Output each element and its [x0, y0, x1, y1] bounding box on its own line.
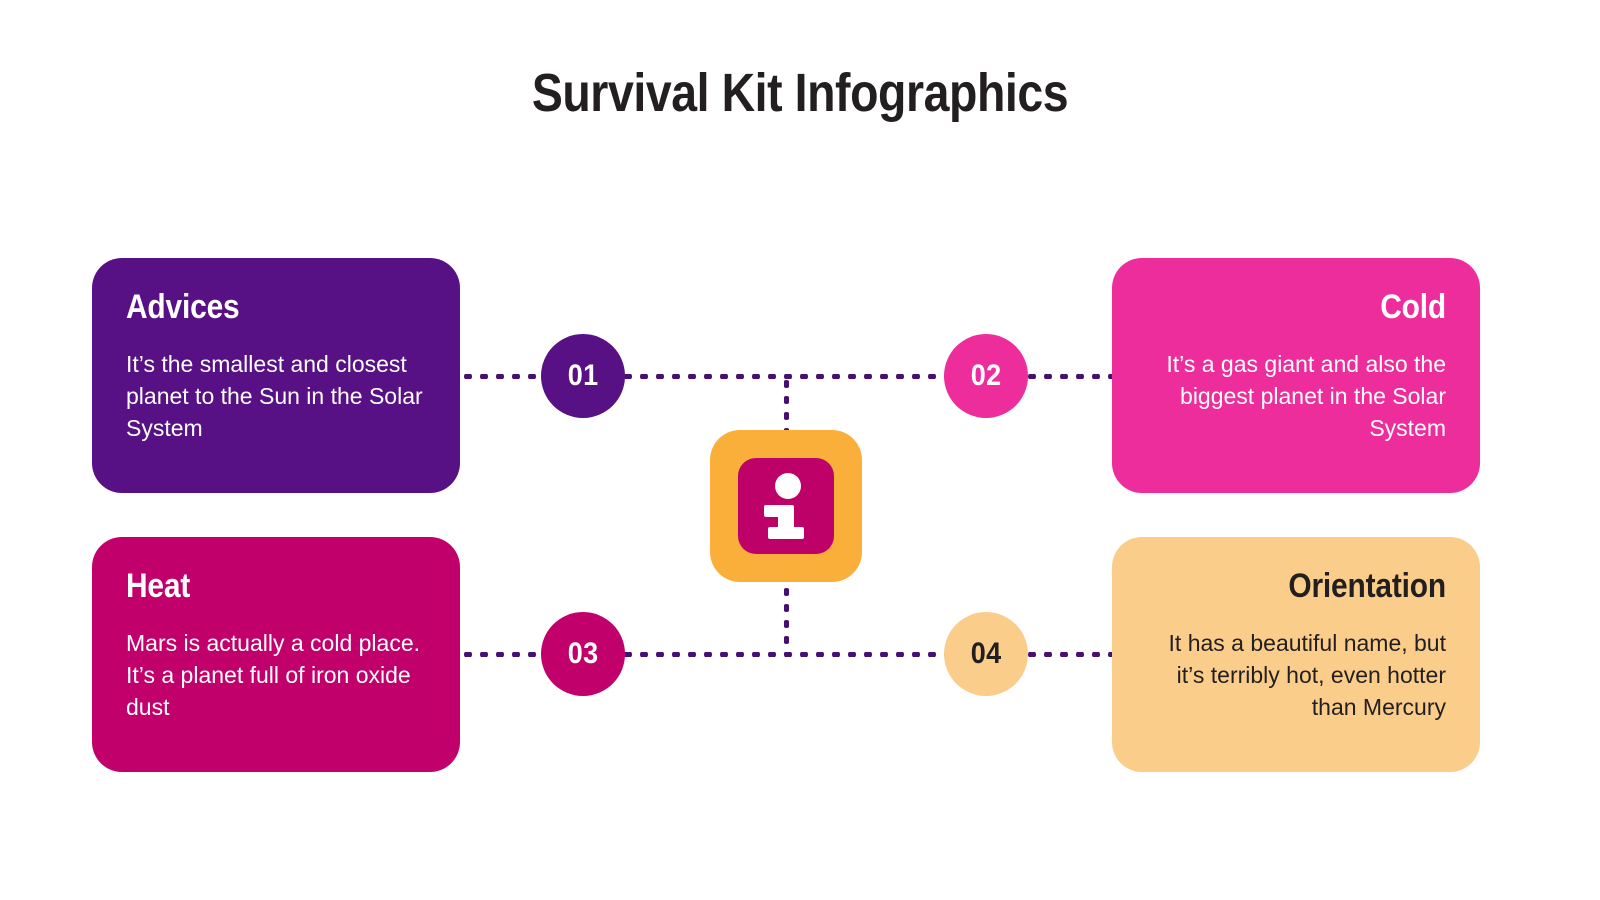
bullet-label: 04: [970, 637, 1002, 670]
connector-line-03-to-center: [620, 652, 950, 657]
info-icon: [738, 458, 834, 554]
card-cold[interactable]: Cold It’s a gas giant and also the bigge…: [1112, 258, 1480, 493]
card-body: It’s the smallest and closest planet to …: [126, 351, 423, 441]
card-title: Advices: [126, 288, 240, 326]
connector-line-02: [1024, 374, 1116, 379]
bullet-label: 02: [970, 359, 1002, 392]
card-body: It’s a gas giant and also the biggest pl…: [1166, 351, 1446, 441]
card-body: Mars is actually a cold place. It’s a pl…: [126, 630, 421, 720]
bullet-label: 01: [567, 359, 599, 392]
card-body: It has a beautiful name, but it’s terrib…: [1168, 630, 1446, 720]
bullet-label: 03: [567, 637, 599, 670]
connector-line-01: [460, 374, 546, 379]
connector-line-03: [460, 652, 546, 657]
card-title: Heat: [126, 567, 191, 605]
bullet-02[interactable]: 02: [944, 334, 1028, 418]
center-info-badge[interactable]: [710, 430, 862, 582]
card-title: Cold: [1380, 288, 1446, 326]
bullet-04[interactable]: 04: [944, 612, 1028, 696]
card-title: Orientation: [1288, 567, 1446, 605]
card-advices[interactable]: Advices It’s the smallest and closest pl…: [92, 258, 460, 493]
card-heat[interactable]: Heat Mars is actually a cold place. It’s…: [92, 537, 460, 772]
bullet-01[interactable]: 01: [541, 334, 625, 418]
page-title: Survival Kit Infographics: [531, 63, 1069, 123]
card-orientation[interactable]: Orientation It has a beautiful name, but…: [1112, 537, 1480, 772]
connector-line-04: [1024, 652, 1116, 657]
bullet-03[interactable]: 03: [541, 612, 625, 696]
